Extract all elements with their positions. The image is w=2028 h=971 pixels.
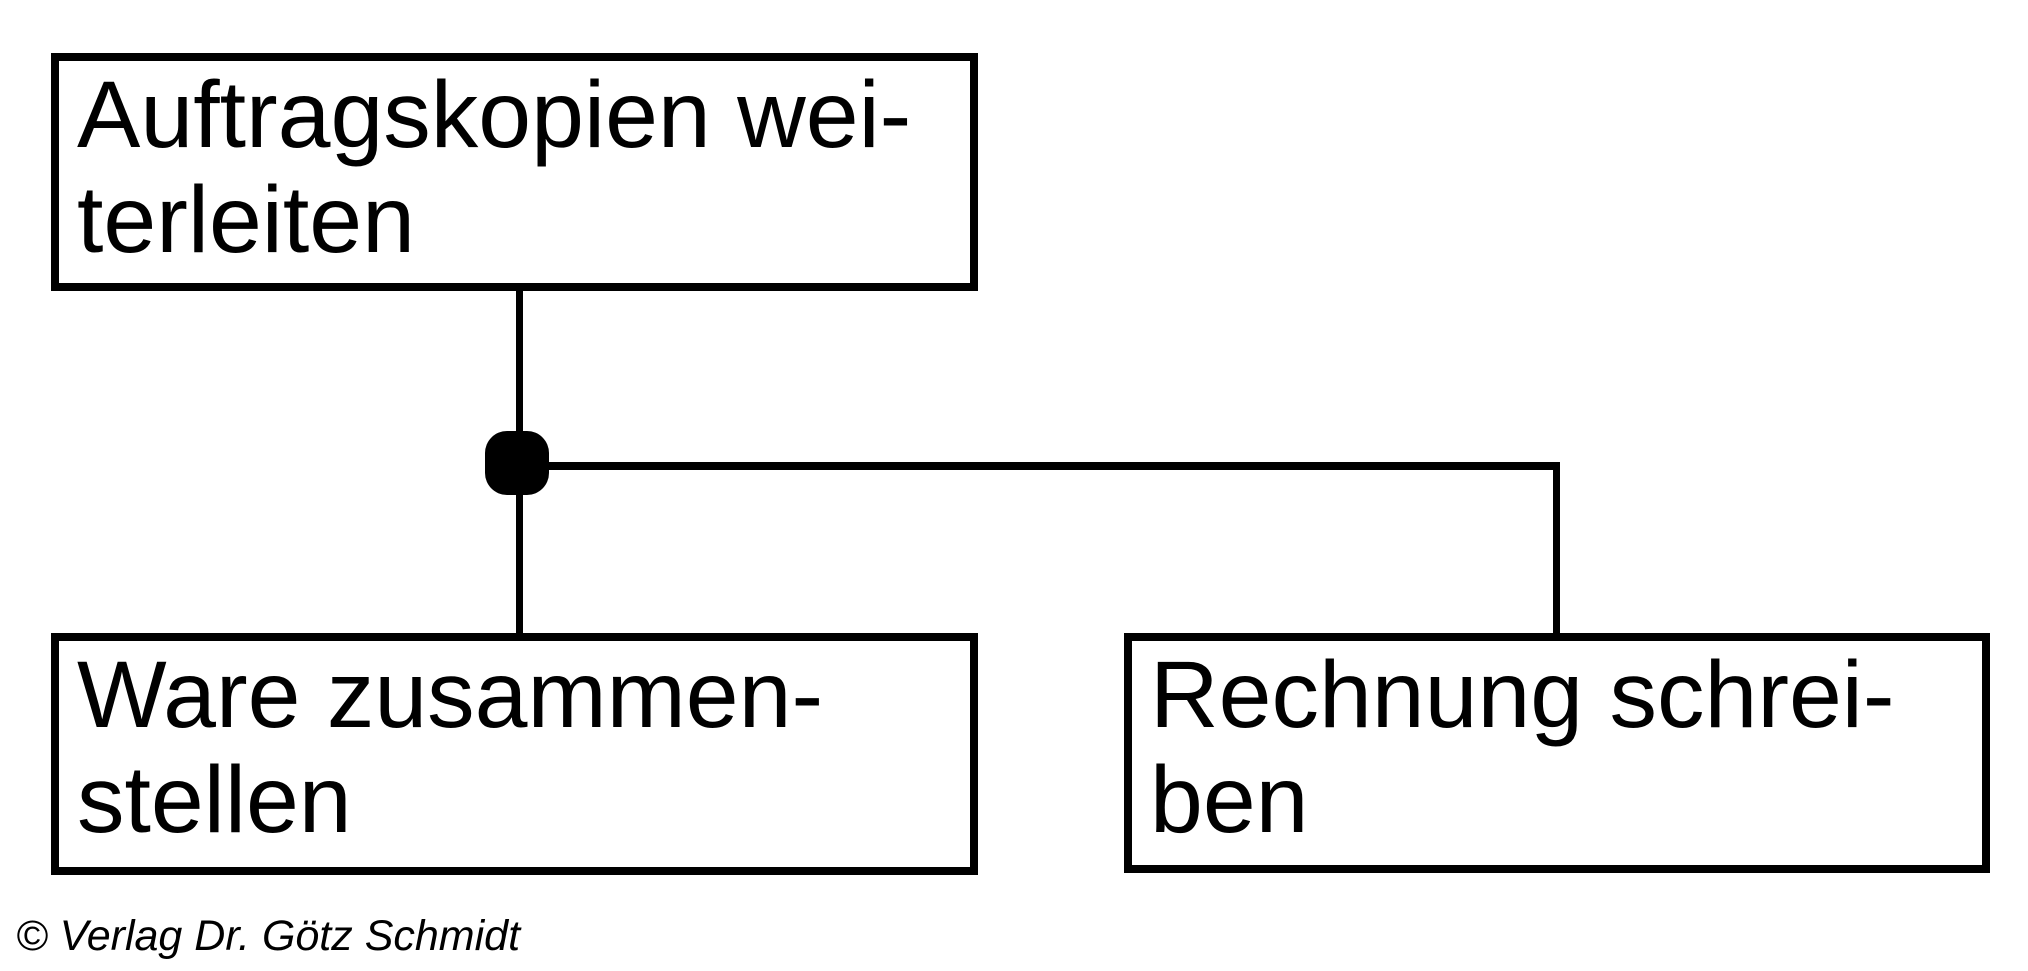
node-rechnung-schreiben-label: Rechnung schrei- ben (1150, 642, 1895, 853)
node-auftragskopien-weiterleiten-label: Auftragskopien wei- terleiten (77, 62, 912, 273)
node-ware-zusammenstellen: Ware zusammen- stellen (51, 633, 978, 875)
node-ware-zusammenstellen-label: Ware zusammen- stellen (77, 642, 824, 853)
connector-horizontal-rail (517, 462, 1560, 470)
node-rechnung-schreiben: Rechnung schrei- ben (1124, 633, 1990, 873)
node-auftragskopien-weiterleiten: Auftragskopien wei- terleiten (51, 53, 978, 291)
copyright-notice: © Verlag Dr. Götz Schmidt (16, 912, 521, 960)
connector-junction-dot (485, 431, 549, 495)
connector-right-leg (1553, 462, 1560, 635)
